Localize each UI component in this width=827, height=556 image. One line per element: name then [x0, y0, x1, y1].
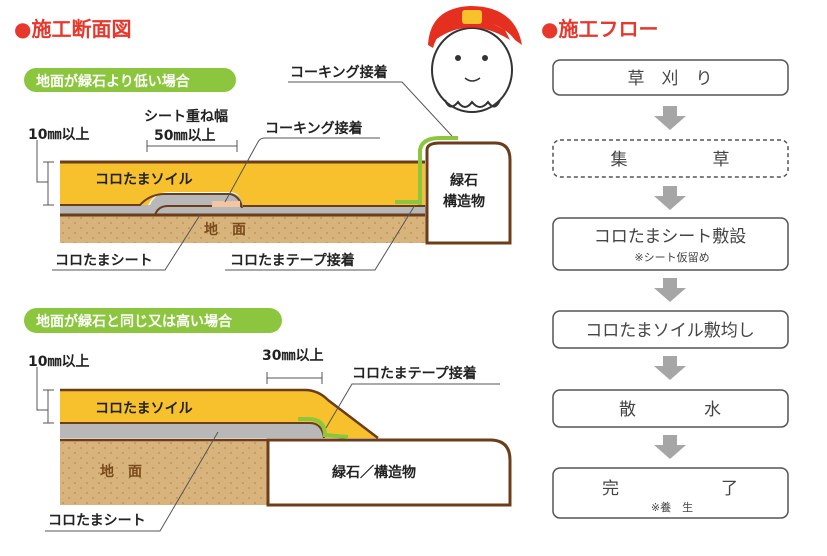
- case-label-pill: [24, 308, 282, 333]
- arrow-down-icon: [654, 435, 686, 459]
- curb-label-1: 緑石: [450, 172, 478, 189]
- overlap-value: 30㎜以上: [262, 348, 323, 364]
- curb-label: 緑石／構造物: [332, 464, 416, 481]
- flow-step-grass-collection: 集 草: [552, 139, 789, 178]
- tape-strip: [298, 417, 349, 439]
- cross-section-heading: ●施工断面図: [14, 17, 131, 41]
- flow-heading: ●施工フロー: [541, 17, 658, 41]
- ground-layer: [60, 440, 268, 505]
- sheet-label: コロたまシート: [55, 253, 153, 269]
- flow-step-note: ※シート仮留め: [634, 251, 709, 264]
- thickness-label: 10㎜以上: [28, 127, 89, 143]
- caulk-top-label: コーキング接着: [290, 64, 388, 81]
- flow-step-soil-spreading: コロたまソイル敷均し: [552, 310, 789, 349]
- overlap-value: 50㎜以上: [154, 128, 215, 144]
- case-label: 地面が緑石と同じ又は高い場合: [36, 313, 233, 330]
- tape-label: コロたまテープ接着: [230, 252, 355, 269]
- flow-step-label: コロたまソイル敷均し: [585, 321, 755, 341]
- flow-step-label: 完 了: [602, 479, 738, 499]
- ground-label: 地 面: [204, 221, 246, 238]
- flow-step-label: 集 草: [611, 150, 730, 170]
- flow-step-complete: 完 了 ※養 生: [552, 467, 789, 519]
- tape-label: コロたまテープ接着: [352, 365, 477, 382]
- case-label-pill: [24, 68, 236, 92]
- construction-flow: 草 刈 り 集 草 コロたまシート敷設 ※シート仮留め コロたまソイル敷均し 散…: [552, 59, 789, 519]
- sheet-layer: [60, 423, 324, 438]
- arrow-down-icon: [654, 278, 686, 302]
- arrow-down-icon: [654, 106, 686, 130]
- arrow-down-icon: [654, 356, 686, 380]
- arrow-down-icon: [654, 186, 686, 210]
- soil-layer: [60, 162, 425, 205]
- flow-step-watering: 散 水: [552, 389, 789, 428]
- diagram-equal-or-higher-ground: 地面が緑石と同じ又は高い場合 緑石／構造物 10㎜以上 30㎜以上 コロたまテー…: [24, 308, 512, 532]
- thickness-label: 10㎜以上: [28, 354, 89, 370]
- flow-step-label: 散 水: [619, 400, 721, 420]
- flow-step-label: 草 刈 り: [628, 69, 713, 89]
- ground-layer: [60, 214, 430, 243]
- mascot-character: [428, 6, 522, 113]
- overlap-title: シート重ね幅: [144, 108, 228, 125]
- soil-label: コロたまソイル: [95, 401, 193, 417]
- flow-step-sheet-laying: コロたまシート敷設 ※シート仮留め: [552, 217, 789, 271]
- diagram-lower-ground: 地面が緑石より低い場合 緑石 構造物 10㎜以上 シート重ね幅 50㎜以上 コー…: [24, 64, 512, 271]
- flow-step-label: コロたまシート敷設: [594, 227, 747, 247]
- caulk-top: [418, 136, 458, 205]
- sheet-layer: [60, 205, 430, 215]
- curb-block: [425, 141, 512, 245]
- sheet-label: コロたまシート: [48, 513, 146, 529]
- flow-step-mowing: 草 刈 り: [552, 59, 789, 96]
- soil-label: コロたまソイル: [95, 172, 193, 188]
- caulk-inner-label: コーキング接着: [265, 120, 363, 137]
- curb-label-2: 構造物: [443, 193, 485, 210]
- ground-label: 地 面: [100, 463, 142, 480]
- case-label: 地面が緑石より低い場合: [36, 73, 191, 90]
- curb-block: [266, 438, 512, 507]
- flow-step-note: ※養 生: [651, 500, 693, 514]
- caulk-joint: [212, 201, 240, 207]
